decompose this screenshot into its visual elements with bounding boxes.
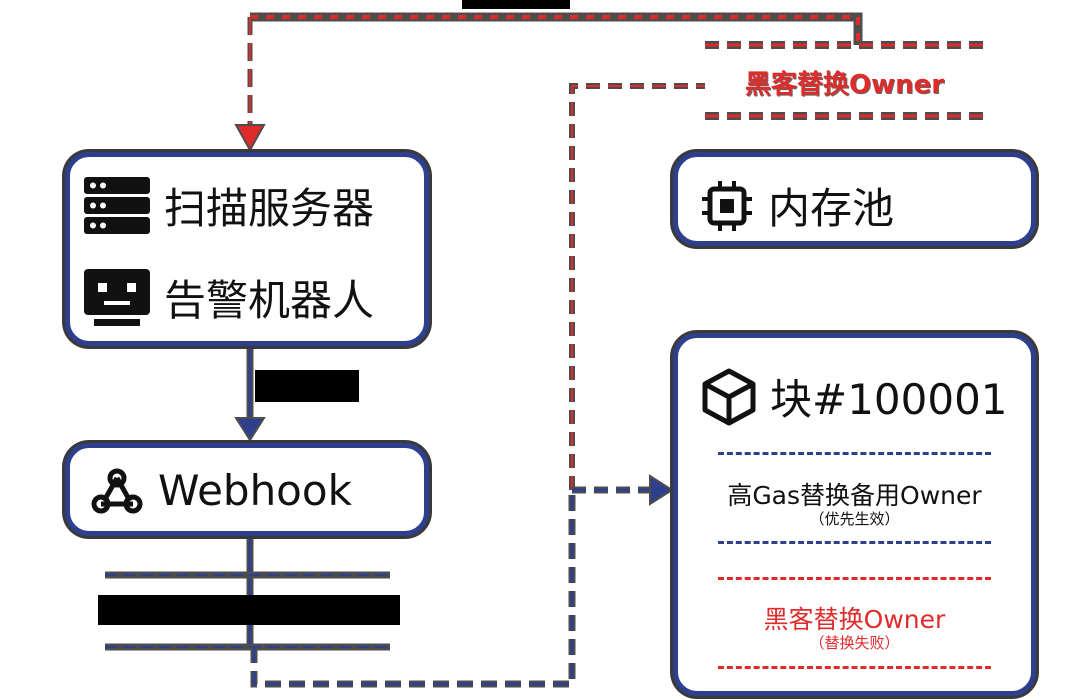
hacker-path — [247, 12, 985, 490]
blue-arrow-icon — [234, 417, 266, 442]
scan-server-box: 扫描服务器 告警机器人 — [65, 152, 429, 346]
mempool-box: 内存池 — [673, 152, 1036, 246]
red-arrow-icon — [234, 124, 266, 153]
webhook-icon — [91, 468, 143, 513]
mempool-label: 内存池 — [768, 184, 895, 233]
divider — [718, 666, 991, 669]
blue-arrow-icon — [649, 474, 674, 506]
server-icon — [84, 176, 150, 234]
redacted-label — [255, 370, 359, 402]
gas-replace-note: （优先生效） — [809, 510, 900, 528]
alert-bot-row: 告警机器人 — [84, 267, 374, 328]
webhook-label: Webhook — [158, 466, 352, 515]
cube-icon — [702, 368, 756, 425]
divider — [718, 577, 991, 580]
webhook-box: Webhook — [65, 443, 429, 536]
webhook-path — [105, 345, 652, 688]
hacker-replace-note: （替换失败） — [809, 634, 900, 652]
scan-server-row: 扫描服务器 — [84, 175, 374, 236]
robot-icon — [84, 268, 150, 326]
block-box: 块#100001 高Gas替换备用Owner （优先生效） 黑客替换Owner … — [673, 333, 1036, 696]
divider — [718, 452, 991, 455]
hacker-replace-label: 黑客替换Owner — [745, 70, 945, 100]
scan-server-label: 扫描服务器 — [164, 184, 375, 233]
alert-bot-label: 告警机器人 — [164, 276, 375, 325]
redacted-label — [462, 0, 570, 9]
divider — [718, 541, 991, 544]
gas-replace-title: 高Gas替换备用Owner — [727, 481, 982, 510]
hacker-replace-title: 黑客替换Owner — [763, 605, 946, 634]
block-title: 块#100001 — [770, 375, 1008, 424]
chip-icon — [702, 180, 752, 231]
redacted-label — [98, 595, 400, 625]
